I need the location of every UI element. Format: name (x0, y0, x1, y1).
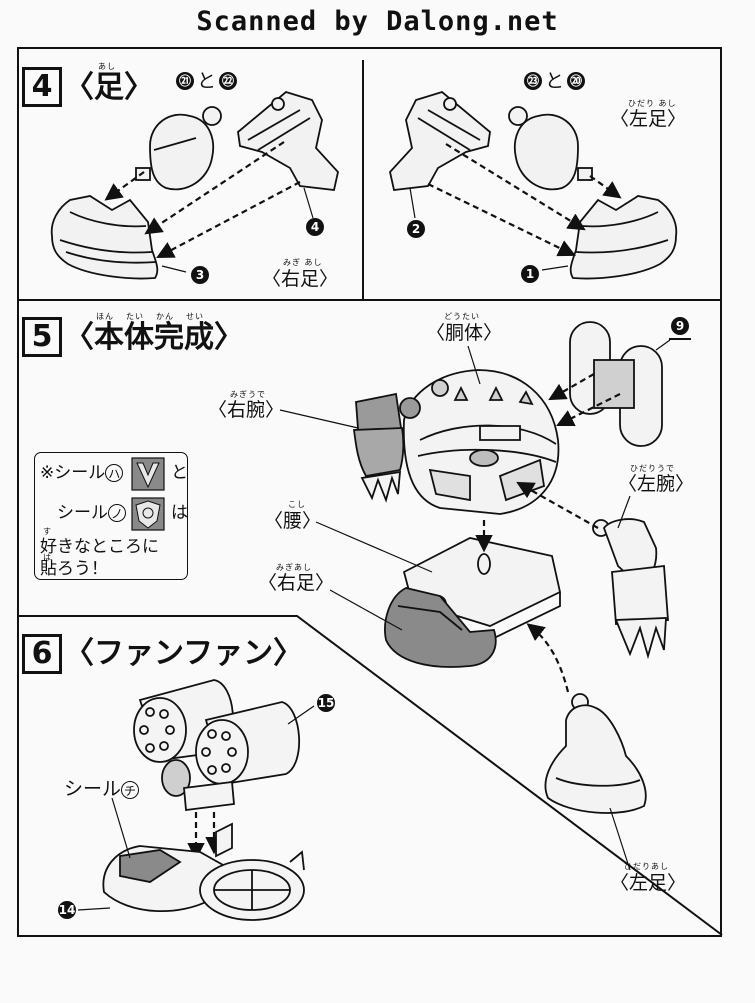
knee-ball-joint-part-icon (508, 106, 593, 191)
step5-title-ruby-1: ほん (96, 312, 114, 321)
part-15-marker: 15 (317, 694, 335, 712)
backpack-tank-part-icon (569, 321, 663, 447)
step5-title-ruby-2: たい (126, 312, 144, 321)
sticker-note-line1: ※シールハ (40, 463, 124, 483)
instruction-page-frame (17, 47, 722, 937)
sticker-note-line4: 貼ろう！ (40, 559, 108, 579)
step6-sticker-label: シールチ (64, 778, 140, 800)
step6-title: 〈ファンファン〉 (64, 636, 304, 671)
left-arm-label: 〈左腕〉 (618, 473, 695, 495)
claw-arm-icon (352, 392, 406, 503)
sticker-note-and: と (171, 463, 188, 483)
part-9-underline (669, 338, 691, 340)
part-23-marker: ㉓ (524, 72, 542, 90)
and-connector: と (545, 70, 565, 92)
scan-credit-header: Scanned by Dalong.net (196, 6, 559, 37)
torso-ruby: どうたい (444, 312, 480, 321)
left-leg-ruby: ひだり あし (628, 99, 677, 108)
divider-step4-columns (362, 60, 364, 299)
hover-vehicle-icon (133, 679, 300, 812)
part-4-marker: 4 (306, 218, 324, 236)
right-leg-ruby: みぎ あし (283, 258, 323, 267)
part-21-marker: ㉑ (176, 72, 194, 90)
right-leg-label: 〈右足〉 (262, 268, 339, 290)
step4-title-ruby: あし (98, 62, 116, 71)
waist-label: 〈腰〉 (264, 510, 322, 532)
step6-number: 6 (22, 634, 62, 674)
right-arm-label: 〈右腕〉 (208, 399, 285, 421)
zeon-emblem-sticker-icon (131, 457, 165, 491)
part-20-marker: ⑳ (567, 72, 585, 90)
part-22-marker: ㉒ (219, 72, 237, 90)
step5-title-ruby-3: かん (156, 312, 174, 321)
sleeves-emblem-sticker-icon (131, 497, 165, 531)
dome-torso-icon (399, 369, 560, 515)
sticker-ha-mark: ハ (105, 464, 124, 482)
connector-frame-part-icon (237, 90, 339, 191)
foot-shoe-part-icon (384, 587, 497, 668)
sticker-note-line4-ruby: は (43, 553, 52, 562)
connector-frame-part-icon (389, 90, 491, 191)
left-leg-ruby: ひだりあし (624, 862, 669, 871)
part-9-marker: 9 (671, 317, 689, 335)
step4-title: 〈足〉 (64, 70, 154, 105)
foot-shoe-part-icon (544, 693, 647, 814)
knee-ball-joint-part-icon (135, 106, 222, 191)
part-14-marker: 14 (58, 901, 76, 919)
left-leg-label: 〈左足〉 (610, 872, 687, 894)
right-leg-label: 〈右足〉 (258, 572, 335, 594)
step5-title-ruby-4: せい (186, 312, 204, 321)
step5-number: 5 (22, 317, 62, 357)
right-arm-ruby: みぎうで (230, 390, 266, 399)
sticker-chi-mark: チ (121, 780, 140, 799)
left-leg-label: 〈左足〉 (610, 108, 687, 130)
right-leg-ruby: みぎあし (276, 563, 312, 572)
torso-label: 〈胴体〉 (426, 322, 503, 344)
claw-arm-icon (592, 518, 669, 660)
right-foot-shoe-icon (50, 195, 159, 280)
step4-number: 4 (22, 67, 62, 107)
sticker-no-mark: ノ (108, 504, 126, 522)
and-connector: と (197, 70, 217, 92)
sticker-note-line2: シールノ (57, 503, 126, 523)
waist-ruby: こし (288, 500, 306, 509)
part-3-marker: 3 (191, 266, 209, 284)
divider-step4-step5 (17, 299, 722, 301)
left-foot-shoe-icon (569, 195, 678, 280)
sticker-note-box: ※シールハ と シールノ は す 好きなところに は 貼ろう！ (34, 452, 188, 580)
sticker-note-wa: は (171, 503, 188, 523)
left-arm-ruby: ひだりうで (630, 464, 675, 473)
sticker-note-line3-ruby: す (43, 527, 52, 536)
sticker-note-line3: 好きなところに (40, 537, 159, 557)
hover-vehicle-icon (102, 822, 305, 921)
part-1-marker: 1 (521, 265, 539, 283)
step5-title: 〈本体完成〉 (64, 320, 244, 355)
part-2-marker: 2 (407, 220, 425, 238)
